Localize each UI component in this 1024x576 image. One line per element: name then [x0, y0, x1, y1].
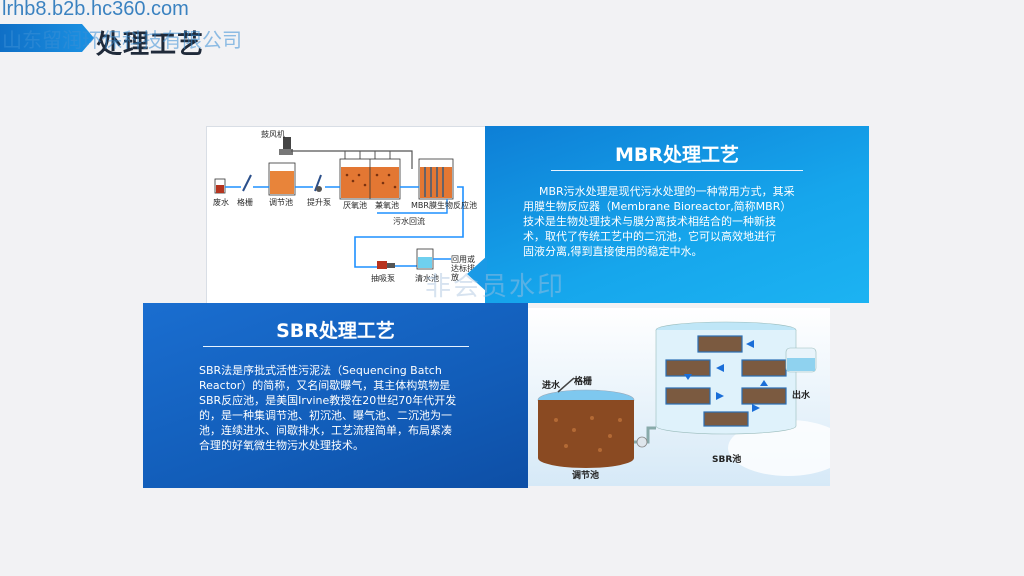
watermark-company: 山东留润环保科技有限公司 — [2, 28, 242, 52]
title-accent-bar — [0, 24, 82, 52]
mbr-body-line: MBR污水处理是现代污水处理的一种常用方式，其采 — [539, 185, 795, 198]
sbr-title-divider — [203, 346, 469, 347]
sbr-body-line: 的，是一种集调节池、初沉池、曝气池、二沉池为一 — [199, 409, 452, 422]
label-equalization-sbr: 调节池 — [572, 471, 600, 481]
sbr-body-line: SBR反应池，是美国Irvine教授在20世纪70年代开发 — [199, 394, 457, 407]
mbr-body-line: 技术是生物处理技术与膜分离技术相结合的一种新技 — [523, 215, 776, 228]
watermark-url: lrhb8.b2b.hc360.com — [2, 0, 189, 20]
sbr-title: SBR处理工艺 — [276, 320, 395, 342]
label-clear-water: 清水池 — [415, 274, 439, 283]
sbr-panel: SBR处理工艺 SBR法是序批式活性污泥法（Sequencing Batch R… — [143, 303, 528, 488]
label-inlet: 进水 — [542, 381, 561, 391]
label-anoxic: 厌氧池 — [343, 201, 367, 210]
label-blower: 鼓风机 — [261, 130, 285, 139]
mbr-body-line: 固液分离,得到直接使用的稳定中水。 — [523, 245, 703, 258]
mbr-pointer-arrow — [467, 256, 487, 292]
sbr-body-line: SBR法是序批式活性污泥法（Sequencing Batch — [199, 364, 442, 377]
sbr-body-line: Reactor）的简称，又名间歇曝气，其主体构筑物是 — [199, 379, 451, 392]
label-suction-pump: 抽吸泵 — [371, 274, 395, 283]
label-outlet: 出水 — [792, 391, 811, 401]
label-screen-sbr: 格栅 — [574, 377, 593, 387]
label-screen: 格栅 — [237, 198, 253, 207]
mbr-description: MBR污水处理是现代污水处理的一种常用方式，其采 用膜生物反应器（Membran… — [523, 184, 859, 259]
label-aerobic: 兼氧池 — [375, 201, 399, 210]
label-lift-pump: 提升泵 — [307, 198, 331, 207]
sbr-description: SBR法是序批式活性污泥法（Sequencing Batch Reactor）的… — [199, 363, 519, 453]
mbr-diagram-graphic — [214, 137, 464, 270]
sbr-body-line: 池，连续进水、间歇排水，工艺流程简单，布局紧凑 — [199, 424, 452, 437]
mbr-body-line: 用膜生物反应器（Membrane Bioreactor,简称MBR） — [523, 200, 792, 213]
mbr-panel: MBR处理工艺 MBR污水处理是现代污水处理的一种常用方式，其采 用膜生物反应器… — [485, 126, 869, 303]
title-accent-arrow — [82, 24, 94, 52]
sbr-diagram-graphic — [528, 308, 848, 486]
label-equalization: 调节池 — [269, 198, 293, 207]
label-mbr-reactor: MBR膜生物反应池 — [411, 201, 477, 210]
watermark-center: 非会员水印 — [425, 272, 566, 302]
page-title: 处理工艺 — [96, 30, 205, 60]
label-raw-water: 废水 — [213, 198, 229, 207]
mbr-title: MBR处理工艺 — [614, 144, 740, 166]
label-sludge-return: 污水回流 — [393, 217, 425, 226]
mbr-body-line: 术，取代了传统工艺中的二沉池，它可以高效地进行 — [523, 230, 776, 243]
label-sbr-tank: SBR池 — [712, 455, 742, 465]
sbr-process-diagram: 进水 格栅 调节池 SBR池 出水 — [528, 308, 848, 486]
sbr-body-line: 合理的好氧微生物污水处理技术。 — [199, 439, 364, 452]
label-reuse: 回用或达标排放 — [451, 255, 475, 282]
mbr-title-divider — [551, 170, 803, 171]
